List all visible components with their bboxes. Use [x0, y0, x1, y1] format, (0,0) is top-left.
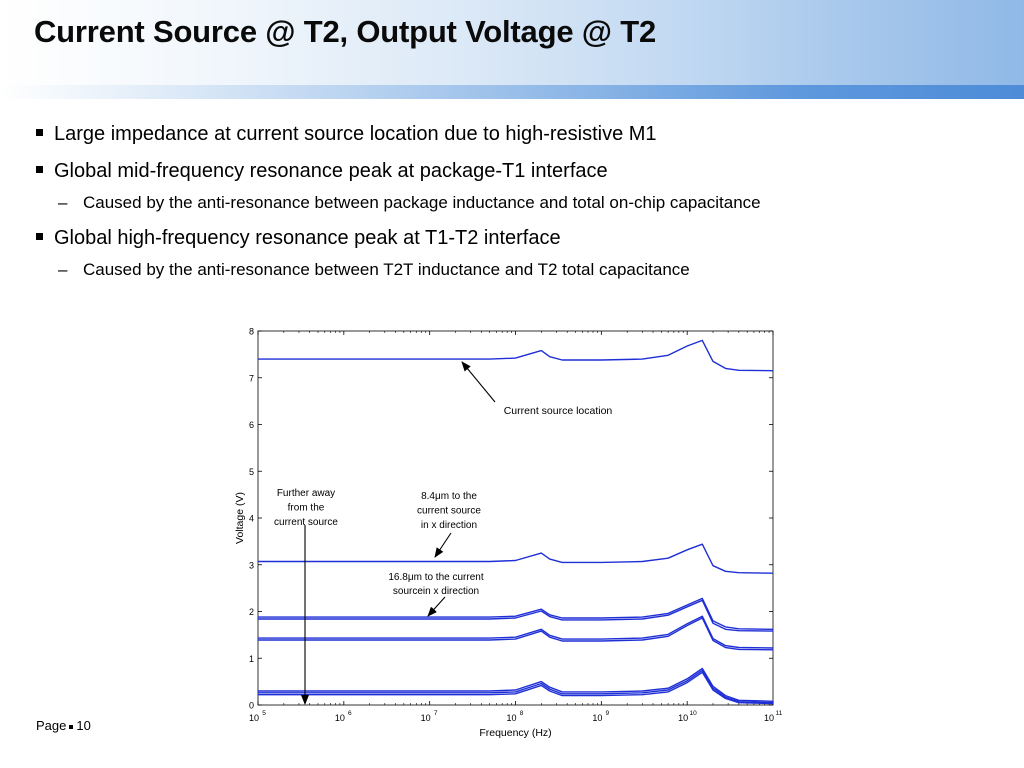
bullet-text: Global high-frequency resonance peak at …: [54, 227, 561, 249]
annotation-text: Further away: [277, 488, 335, 499]
series-line: [258, 669, 774, 704]
separator-square-icon: [69, 724, 74, 729]
x-tick-label: 10: [678, 713, 688, 723]
x-tick-label: 10: [506, 713, 516, 723]
page-footer: Page 10: [36, 718, 91, 733]
bullet-text: Large impedance at current source locati…: [54, 123, 657, 145]
annotation-arrow: [427, 596, 446, 617]
x-tick-exponent: 9: [606, 710, 610, 717]
x-tick-exponent: 10: [690, 710, 698, 717]
bullet-item: Global high-frequency resonance peak at …: [36, 226, 996, 250]
annotation-text: 8.4μm to the: [421, 491, 477, 502]
series-line: [258, 667, 774, 702]
y-tick-label: 1: [249, 654, 254, 664]
series-line: [258, 543, 774, 574]
annotation-arrow: [434, 532, 452, 558]
x-tick-label: 10: [249, 713, 259, 723]
slide-header-band: [0, 0, 1024, 85]
y-tick-label: 7: [249, 373, 254, 383]
x-tick-label: 10: [592, 713, 602, 723]
annotation-text: 16.8μm to the current: [388, 572, 483, 583]
y-axis-label: Voltage (V): [234, 492, 246, 544]
page-number: 10: [76, 718, 91, 733]
dash-icon: –: [58, 260, 68, 279]
x-tick-exponent: 6: [348, 710, 352, 717]
y-tick-label: 3: [249, 560, 254, 570]
sub-bullet-item: – Caused by the anti-resonance between p…: [36, 192, 996, 214]
y-tick-label: 8: [249, 327, 254, 337]
annotation-text: current source: [417, 506, 481, 517]
bullet-text: Global mid-frequency resonance peak at p…: [54, 160, 608, 182]
dash-icon: –: [58, 193, 68, 212]
y-tick-label: 4: [249, 514, 254, 524]
x-tick-label: 10: [421, 713, 431, 723]
x-tick-exponent: 5: [262, 710, 266, 717]
bullet-item: Global mid-frequency resonance peak at p…: [36, 159, 996, 183]
x-tick-label: 10: [764, 713, 774, 723]
bullet-item: Large impedance at current source locati…: [36, 122, 996, 146]
series-line: [258, 617, 774, 651]
page-label: Page: [36, 718, 67, 733]
y-tick-label: 2: [249, 607, 254, 617]
slide-title: Current Source @ T2, Output Voltage @ T2: [34, 14, 656, 49]
series-line: [258, 597, 774, 630]
bullet-square-icon: [36, 233, 43, 240]
y-tick-label: 0: [249, 701, 254, 711]
y-tick-label: 6: [249, 420, 254, 430]
sub-bullet-text: Caused by the anti-resonance between pac…: [83, 193, 761, 212]
series-line: [258, 671, 774, 705]
x-tick-exponent: 11: [776, 710, 783, 717]
bullet-list: Large impedance at current source locati…: [36, 122, 996, 293]
series-line: [258, 339, 774, 372]
y-tick-label: 5: [249, 467, 254, 477]
sub-bullet-text: Caused by the anti-resonance between T2T…: [83, 260, 690, 279]
x-tick-label: 10: [335, 713, 345, 723]
slide-header-stripe: [0, 85, 1024, 99]
annotation-text: in x direction: [421, 520, 477, 531]
series-line: [258, 599, 774, 632]
x-axis-label: Frequency (Hz): [479, 727, 551, 739]
x-tick-exponent: 7: [434, 710, 438, 717]
annotation-text: sourcein x direction: [393, 586, 479, 597]
bullet-square-icon: [36, 129, 43, 136]
annotation-arrow: [461, 361, 496, 403]
annotation-text: Current source location: [504, 405, 613, 417]
annotation-text: current source: [274, 517, 338, 528]
series-line: [258, 615, 774, 649]
annotation-text: from the: [288, 503, 325, 514]
bullet-square-icon: [36, 166, 43, 173]
sub-bullet-item: – Caused by the anti-resonance between T…: [36, 259, 996, 281]
x-tick-exponent: 8: [520, 710, 524, 717]
